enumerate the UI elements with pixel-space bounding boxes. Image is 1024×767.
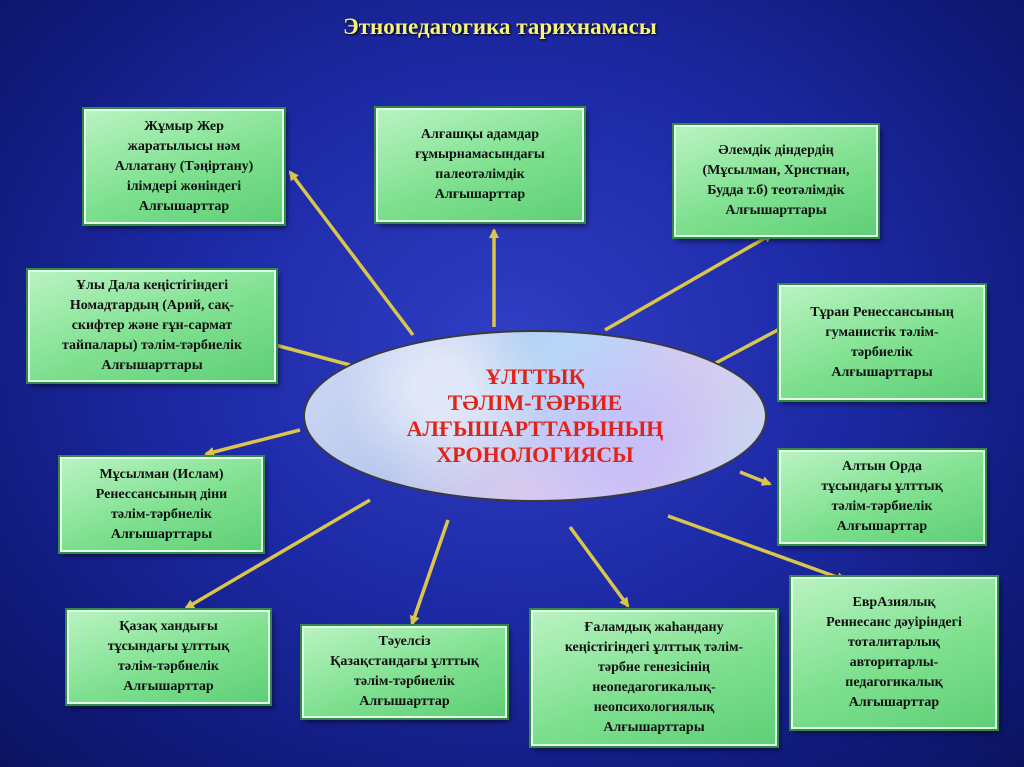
node-turan-renaissance: Тұран Ренессансының гуманистік тәлім-тәрб… <box>777 283 987 402</box>
node-line: Алғышарттар <box>359 694 450 709</box>
node-golden-horde: Алтын Орда тұсындағы ұлттық тәлім-тәрбиелі… <box>777 448 987 546</box>
node-line: Аллатану (Тәңіртану) <box>114 158 254 174</box>
node-line: Ренессансының діни <box>95 486 228 502</box>
node-line: тұсындағы ұлттық <box>821 479 943 494</box>
node-line: ілімдері жөніндегі <box>126 178 242 194</box>
center-ellipse: ҰЛТТЫҚ ТӘЛІМ-ТӘРБИЕ АЛҒЫШАРТТАРЫНЫҢ ХРОН… <box>303 330 767 502</box>
node-line: Будда т.б) теотәлімдік <box>707 183 845 198</box>
node-line: (Мұсылман, Христиан, <box>702 163 850 178</box>
node-line: Қазақ хандығы <box>119 619 218 634</box>
node-line: Қазақстандағы ұлттық <box>330 654 479 669</box>
node-line: гуманистік тәлім- <box>825 324 939 340</box>
node-line: тәлім-тәрбиелік <box>831 499 933 514</box>
node-line: Мұсылман (Ислам) <box>99 466 224 482</box>
arrow-1 <box>288 170 415 337</box>
node-line: палеотәлімдік <box>435 167 525 182</box>
node-world-religions: Әлемдік діндердің (Мұсылман, Христиан, Буд… <box>672 123 880 239</box>
node-line: тоталитарлық <box>848 635 940 650</box>
node-line: скифтер және ғұн-сармат <box>71 318 233 333</box>
node-line: Алғышарттары <box>110 526 213 542</box>
node-line: Тұран Ренессансының <box>810 304 954 320</box>
slide-title: Этнопедагогика тарихнамасы <box>343 14 657 39</box>
node-kazakh-khanate: Қазақ хандығы тұсындағы ұлттық тәлім-тәрби… <box>65 608 272 706</box>
node-line: педагогикалық <box>845 675 943 690</box>
node-line: тәрбиелік <box>851 344 913 360</box>
node-line: тәлім-тәрбиелік <box>110 506 212 522</box>
center-title: ҰЛТТЫҚ ТӘЛІМ-ТӘРБИЕ АЛҒЫШАРТТАРЫНЫҢ ХРОН… <box>406 364 664 467</box>
node-line: Ғаламдық жаһандану <box>584 620 724 635</box>
node-line: Алғышарттар <box>836 519 928 534</box>
node-line: Реннесанс дәуіріндегі <box>826 615 962 630</box>
node-line: жаратылысы нәм <box>127 138 241 154</box>
node-line: Әлемдік діндердің <box>718 143 834 158</box>
node-line: Жұмыр Жер <box>144 118 224 134</box>
node-line: Тәуелсіз <box>378 634 431 649</box>
node-line: тайпалары) тәлім-тәрбиелік <box>61 338 243 353</box>
node-line: тұсындағы ұлттық <box>107 639 230 654</box>
node-globalization: Ғаламдық жаһандану кеңістігіндегі ұлттық … <box>529 608 779 748</box>
node-paleo: Алғашқы адамдар ғұмырнамасындағы палеотәлі… <box>374 106 586 224</box>
node-line: неопсихологиялық <box>593 700 715 715</box>
node-line: Алғашқы адамдар <box>420 127 540 142</box>
arrow-11 <box>667 514 847 582</box>
node-line: тәрбие генезісінің <box>598 660 710 675</box>
node-line: Алғышарттар <box>434 187 526 202</box>
node-line: Номадтардың (Арий, сақ- <box>69 298 235 313</box>
arrow-7 <box>739 470 772 486</box>
node-line: кеңістігіндегі ұлттық тәлім- <box>564 640 744 655</box>
arrow-6 <box>204 428 301 457</box>
arrow-8 <box>184 498 371 610</box>
arrow-10 <box>568 525 630 608</box>
node-line: неопедагогикалық- <box>592 680 716 695</box>
node-line: ғұмырнамасындағы <box>415 147 545 162</box>
node-line: ЕврАзиялық <box>852 595 936 610</box>
arrow-9 <box>409 519 450 626</box>
node-muslim-renaissance: Мұсылман (Ислам) Ренессансының діни тәлім-… <box>58 455 265 554</box>
node-line: Алғышарттар <box>123 679 214 694</box>
node-line: Алғышарттары <box>831 364 933 380</box>
arrow-3 <box>604 232 774 332</box>
node-line: Алғышарттары <box>725 203 827 218</box>
node-line: тәлім-тәрбиелік <box>117 659 219 674</box>
node-line: Алғышарттар <box>138 198 230 214</box>
node-line: Алғышарттар <box>848 695 940 710</box>
node-line: Ұлы Дала кеңістігіндегі <box>75 278 229 293</box>
node-line: Алтын Орда <box>842 459 922 474</box>
node-line: Алғышарттары <box>101 358 203 373</box>
node-line: авторитарлы- <box>849 655 939 670</box>
arrow-5 <box>711 321 793 367</box>
arrow-4 <box>262 339 351 367</box>
node-line: Алғышарттары <box>603 720 705 735</box>
node-line: тәлім-тәрбиелік <box>353 674 455 689</box>
